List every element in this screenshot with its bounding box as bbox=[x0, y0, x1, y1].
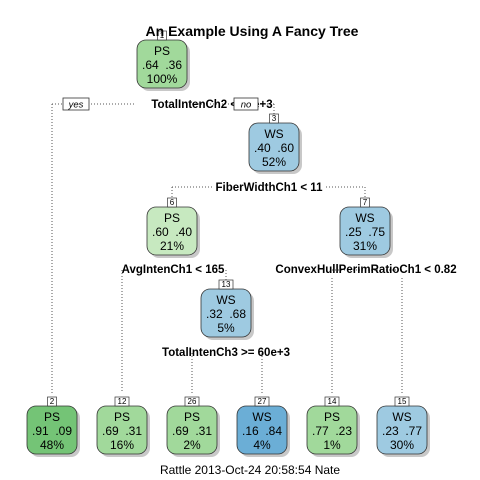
node-id: 12 bbox=[118, 397, 127, 406]
node-id: 7 bbox=[363, 198, 368, 207]
node-probs: .23 .77 bbox=[382, 424, 422, 438]
node-probs: .69 .31 bbox=[102, 424, 142, 438]
node-class: PS bbox=[324, 410, 340, 424]
node-probs: .16 .84 bbox=[242, 424, 282, 438]
node-percent: 16% bbox=[110, 438, 134, 452]
node-percent: 4% bbox=[253, 438, 271, 452]
yes-label: yes bbox=[68, 100, 84, 111]
node-class: PS bbox=[184, 410, 200, 424]
node-class: WS bbox=[216, 293, 235, 307]
node-class: PS bbox=[154, 44, 170, 58]
node-id-tag bbox=[167, 197, 177, 208]
node-probs: .40 .60 bbox=[254, 141, 294, 155]
node-id: 27 bbox=[258, 397, 267, 406]
no-label-box bbox=[233, 97, 259, 111]
footer-caption: Rattle 2013-Oct-24 20:58:54 Nate bbox=[160, 463, 340, 477]
yes-label-box bbox=[62, 97, 90, 111]
node-class: WS bbox=[392, 410, 411, 424]
node-id: 26 bbox=[188, 397, 197, 406]
split-label-13: TotalIntenCh3 >= 60e+3 bbox=[162, 347, 290, 359]
node-id-tag bbox=[47, 396, 57, 407]
node-id-tag bbox=[269, 113, 279, 124]
node-id: 1 bbox=[160, 31, 165, 40]
node-probs: .64 .36 bbox=[142, 58, 182, 72]
node-class: PS bbox=[164, 211, 180, 225]
node-probs: .32 .68 bbox=[206, 307, 246, 321]
node-id-tag bbox=[157, 30, 167, 41]
node-class: WS bbox=[252, 410, 271, 424]
node-id: 15 bbox=[398, 397, 407, 406]
node-probs: .91 .09 bbox=[32, 424, 72, 438]
node-id: 6 bbox=[170, 198, 175, 207]
split-label-6: AvgIntenCh1 < 165 bbox=[122, 264, 225, 276]
no-label: no bbox=[241, 100, 252, 111]
node-percent: 100% bbox=[147, 72, 178, 86]
node-class: WS bbox=[264, 127, 283, 141]
node-id: 14 bbox=[328, 397, 337, 406]
node-percent: 21% bbox=[160, 239, 184, 253]
node-id-tag bbox=[218, 279, 234, 290]
node-id: 13 bbox=[222, 280, 231, 289]
node-class: PS bbox=[114, 410, 130, 424]
node-percent: 48% bbox=[40, 438, 64, 452]
node-id: 3 bbox=[272, 114, 277, 123]
node-id-tag bbox=[360, 197, 370, 208]
split-label-7: ConvexHullPerimRatioCh1 < 0.82 bbox=[275, 264, 456, 276]
node-id-tag bbox=[394, 396, 410, 407]
node-class: PS bbox=[44, 410, 60, 424]
node-id: 2 bbox=[50, 397, 55, 406]
node-probs: .25 .75 bbox=[345, 225, 385, 239]
node-percent: 5% bbox=[217, 321, 235, 335]
node-id-tag bbox=[184, 396, 200, 407]
node-probs: .60 .40 bbox=[152, 225, 192, 239]
node-percent: 2% bbox=[183, 438, 201, 452]
split-label-3: FiberWidthCh1 < 11 bbox=[216, 182, 324, 194]
branch-labels: yes no bbox=[62, 97, 259, 111]
node-percent: 30% bbox=[390, 438, 414, 452]
node-percent: 52% bbox=[262, 155, 286, 169]
node-id-tag bbox=[254, 396, 270, 407]
node-class: WS bbox=[355, 211, 374, 225]
node-percent: 31% bbox=[353, 239, 377, 253]
node-id-tag bbox=[324, 396, 340, 407]
node-id-tag bbox=[114, 396, 130, 407]
diagram-title: An Example Using A Fancy Tree bbox=[146, 23, 359, 39]
node-percent: 1% bbox=[323, 438, 341, 452]
node-probs: .77 .23 bbox=[312, 424, 352, 438]
tree-edges bbox=[51, 103, 403, 393]
node-probs: .69 .31 bbox=[172, 424, 212, 438]
